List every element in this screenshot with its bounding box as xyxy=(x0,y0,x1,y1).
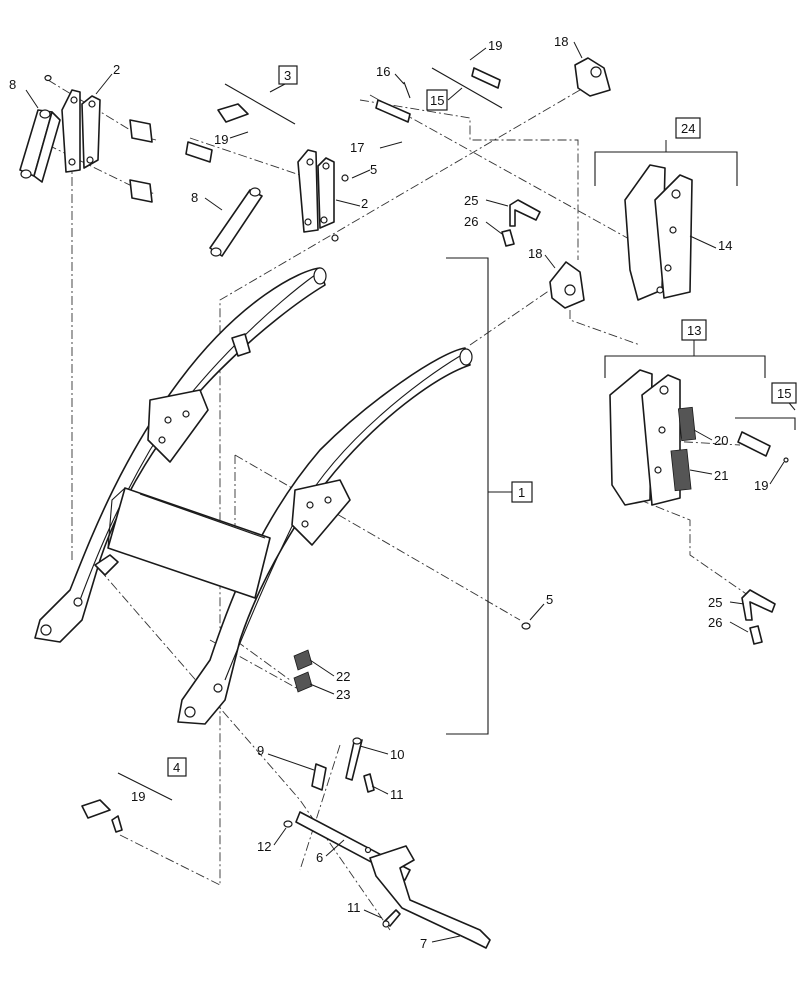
label-15-top: 15 xyxy=(430,93,444,108)
label-18-middle: 18 xyxy=(528,246,542,261)
label-10: 10 xyxy=(390,747,404,762)
pins-upper xyxy=(44,74,153,203)
latch-3 xyxy=(217,103,249,123)
washer-12 xyxy=(283,820,293,828)
decal-21 xyxy=(670,448,692,492)
pin-10 xyxy=(345,737,363,781)
label-2-middle: 2 xyxy=(361,196,368,211)
label-22: 22 xyxy=(336,669,350,684)
label-1: 1 xyxy=(518,485,525,500)
plate-13 xyxy=(609,369,697,506)
right-boom-arm xyxy=(177,347,471,725)
clip-11-lower xyxy=(382,909,401,928)
alignment-lines xyxy=(47,79,756,931)
label-24: 24 xyxy=(681,121,695,136)
washer-5-right xyxy=(521,622,531,630)
label-15-right: 15 xyxy=(777,386,791,401)
label-13: 13 xyxy=(687,323,701,338)
left-gusset-plate xyxy=(147,389,209,463)
bar-7 xyxy=(369,845,491,949)
label-7: 7 xyxy=(420,936,427,951)
callout-box-1 xyxy=(511,481,533,503)
label-26-lower: 26 xyxy=(708,615,722,630)
label-19-lower: 19 xyxy=(131,789,145,804)
label-18-top: 18 xyxy=(554,34,568,49)
label-19-right: 19 xyxy=(754,478,768,493)
label-21: 21 xyxy=(714,468,728,483)
label-23: 23 xyxy=(336,687,350,702)
label-11-lower: 11 xyxy=(347,900,361,915)
callout-box-3 xyxy=(278,65,298,85)
label-9: 9 xyxy=(257,743,264,758)
decals-22-23 xyxy=(293,649,313,693)
callout-boxes xyxy=(167,65,797,777)
handle-25-lower xyxy=(741,589,776,645)
label-26-upper: 26 xyxy=(464,214,478,229)
label-2-upper: 2 xyxy=(113,62,120,77)
link-8-middle xyxy=(209,187,263,257)
label-12: 12 xyxy=(257,839,271,854)
label-19-top: 19 xyxy=(488,38,502,53)
clip-11-upper xyxy=(363,773,375,793)
callout-box-24 xyxy=(675,117,701,139)
left-boom-arm xyxy=(34,267,326,643)
callout-box-15-right xyxy=(771,382,797,404)
part-labels: 8 2 3 19 16 17 5 8 2 19 15 18 24 14 25 2… xyxy=(9,34,791,951)
label-11-upper: 11 xyxy=(390,787,404,802)
pin-19-middle xyxy=(185,141,213,163)
handle-25-upper xyxy=(501,199,541,247)
right-gusset-plate xyxy=(291,479,351,546)
label-20: 20 xyxy=(714,433,728,448)
label-5-upper: 5 xyxy=(370,162,377,177)
label-16: 16 xyxy=(376,64,390,79)
lug-18-top xyxy=(574,57,611,97)
pin-15-right xyxy=(737,431,789,463)
callout-box-4 xyxy=(167,757,187,777)
cross-tube xyxy=(107,487,271,599)
pin-9 xyxy=(311,763,327,791)
lug-18-middle xyxy=(549,261,585,309)
label-19-middle: 19 xyxy=(214,132,228,147)
plate-14 xyxy=(624,164,693,301)
loader-frame xyxy=(34,267,473,725)
label-5-right: 5 xyxy=(546,592,553,607)
label-4: 4 xyxy=(173,760,180,775)
pin-19-top xyxy=(471,67,501,89)
label-8-middle: 8 xyxy=(191,190,198,205)
decal-20 xyxy=(677,406,697,442)
label-25-upper: 25 xyxy=(464,193,478,208)
callout-box-15-top xyxy=(426,89,448,111)
spring-16 xyxy=(375,81,411,123)
latch-4 xyxy=(81,799,123,833)
bracket-2-upper xyxy=(61,89,101,173)
leader-lines xyxy=(25,41,796,943)
callout-box-13 xyxy=(681,319,707,341)
label-14: 14 xyxy=(718,238,732,253)
label-3: 3 xyxy=(284,68,291,83)
label-17: 17 xyxy=(350,140,364,155)
link-8-upper xyxy=(19,109,61,183)
label-25-lower: 25 xyxy=(708,595,722,610)
label-6: 6 xyxy=(316,850,323,865)
label-8-upper: 8 xyxy=(9,77,16,92)
bracket-2-middle xyxy=(297,149,349,242)
